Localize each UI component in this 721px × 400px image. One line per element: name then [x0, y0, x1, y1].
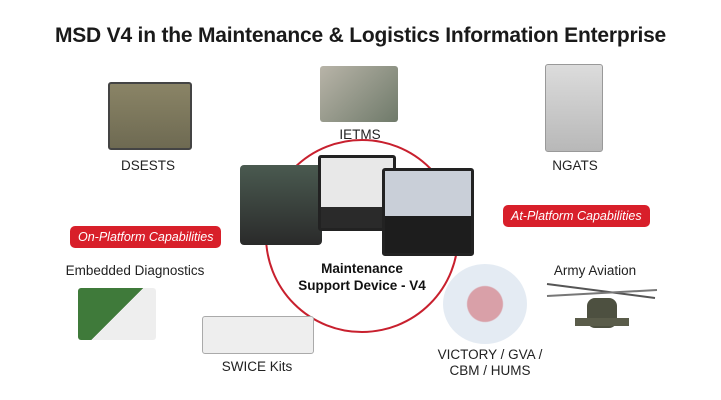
- on-platform-badge: On-Platform Capabilities: [70, 226, 222, 248]
- dsests-label: DSESTS: [120, 158, 175, 173]
- victory-label-line1: VICTORY / GVA /: [437, 347, 543, 362]
- ietms-image: [320, 66, 398, 122]
- at-platform-badge: At-Platform Capabilities: [503, 205, 650, 227]
- ietms-label: IETMS: [339, 127, 381, 142]
- center-label-line2: Support Device - V4: [298, 278, 426, 293]
- page-title: MSD V4 in the Maintenance & Logistics In…: [54, 24, 667, 47]
- laptop-image-left: [240, 165, 322, 245]
- laptop-image-right: [382, 168, 474, 256]
- ngats-label: NGATS: [552, 158, 598, 173]
- victory-label-line2: CBM / HUMS: [449, 363, 531, 378]
- center-label: Maintenance Support Device - V4: [272, 260, 452, 294]
- swice-kits-image: [202, 316, 314, 354]
- victory-network-image: [443, 264, 527, 344]
- ngats-image: [545, 64, 603, 152]
- swice-kits-label: SWICE Kits: [221, 359, 293, 374]
- victory-label: VICTORY / GVA / CBM / HUMS: [420, 347, 560, 379]
- center-label-line1: Maintenance: [321, 261, 403, 276]
- embedded-diagnostics-image: [78, 288, 156, 340]
- helicopter-image: [546, 283, 658, 328]
- embedded-diagnostics-label: Embedded Diagnostics: [65, 263, 205, 278]
- army-aviation-label: Army Aviation: [553, 263, 637, 278]
- dsests-image: [108, 82, 192, 150]
